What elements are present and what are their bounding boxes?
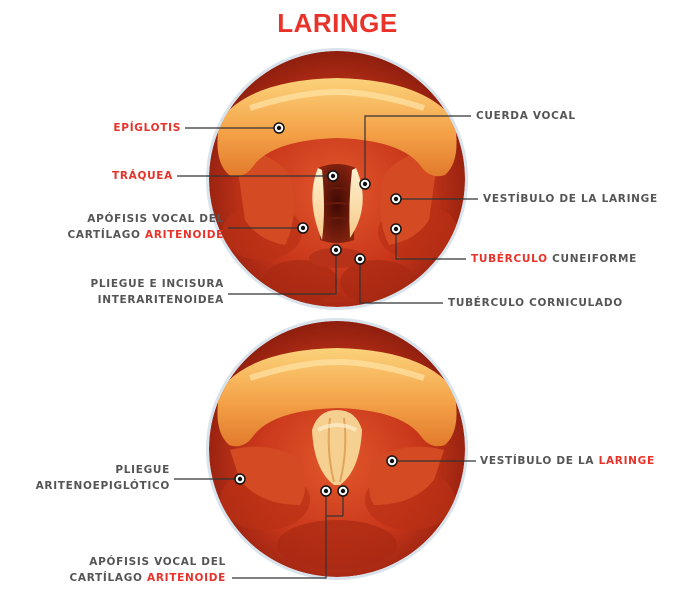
label-tuberculo-corniculado: TUBÉRCULO CORNICULADO (448, 295, 623, 311)
label-pliegue-incisura: PLIEGUE E INCISURA INTERARITENOIDEA (91, 276, 224, 308)
vestibulo-bottom-prefix: VESTÍBULO DE LA (480, 455, 599, 467)
pliegue-aritenoepiglotico-line1: PLIEGUE (36, 462, 170, 478)
pliegue-aritenoepiglotico-line2: ARITENOEPIGLÓTICO (36, 478, 170, 494)
apofisis-bottom-line2-highlight: ARITENOIDE (147, 572, 226, 584)
tuberculo-corniculado-text: TUBÉRCULO CORNICULADO (448, 297, 623, 309)
label-epiglotis: EPÍGLOTIS (113, 120, 181, 136)
label-tuberculo-cuneiforme: TUBÉRCULO CUNEIFORME (471, 251, 637, 267)
apofisis-top-line2-highlight: ARITENOIDE (145, 229, 224, 241)
apofisis-top-line1: APÓFISIS VOCAL DEL (67, 211, 224, 227)
label-vestibulo-top: VESTÍBULO DE LA LARINGE (483, 191, 658, 207)
vestibulo-bottom-highlight: LARINGE (599, 455, 655, 467)
tuberculo-cuneiforme-highlight: TUBÉRCULO (471, 253, 548, 265)
pliegue-incisura-line1: PLIEGUE E INCISURA (91, 276, 224, 292)
top-larynx-view (177, 48, 478, 310)
label-vestibulo-bottom: VESTÍBULO DE LA LARINGE (480, 453, 655, 469)
label-cuerda-vocal: CUERDA VOCAL (476, 108, 576, 124)
bottom-larynx-view (174, 318, 476, 580)
tuberculo-cuneiforme-suffix: CUNEIFORME (548, 253, 637, 265)
pliegue-incisura-line2: INTERARITENOIDEA (91, 292, 224, 308)
apofisis-top-line2-prefix: CARTÍLAGO (67, 229, 145, 241)
apofisis-bottom-line1: APÓFISIS VOCAL DEL (69, 554, 226, 570)
cuerda-vocal-text: CUERDA VOCAL (476, 110, 576, 122)
apofisis-bottom-line2-prefix: CARTÍLAGO (69, 572, 147, 584)
traquea-text: TRÁQUEA (112, 170, 173, 182)
label-apofisis-bottom: APÓFISIS VOCAL DEL CARTÍLAGO ARITENOIDE (69, 554, 226, 586)
label-traquea: TRÁQUEA (112, 168, 173, 184)
vestibulo-top-text: VESTÍBULO DE LA LARINGE (483, 193, 658, 205)
epiglotis-text: EPÍGLOTIS (113, 122, 181, 134)
label-pliegue-aritenoepiglotico: PLIEGUE ARITENOEPIGLÓTICO (36, 462, 170, 494)
label-apofisis-top: APÓFISIS VOCAL DEL CARTÍLAGO ARITENOIDE (67, 211, 224, 243)
